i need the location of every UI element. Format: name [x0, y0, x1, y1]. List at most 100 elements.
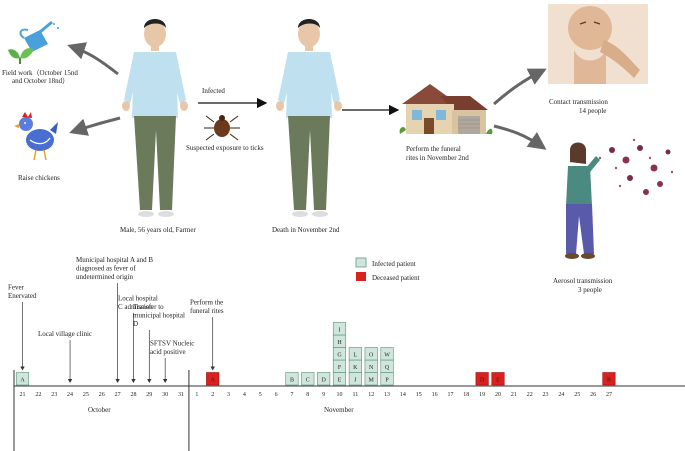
chicken-icon	[14, 112, 58, 161]
tick-icon	[204, 115, 240, 141]
patient-figure	[122, 19, 188, 217]
watering-can-icon	[8, 20, 59, 64]
arrow-to-contact	[493, 68, 547, 106]
annotation-text: C admission	[118, 303, 153, 311]
contact-transmission-label: Contact transmission	[549, 98, 608, 106]
annotation-text: funeral rites	[190, 307, 224, 315]
funeral-label-line1: Perform the funeral	[406, 145, 461, 153]
case-letter: O	[369, 352, 374, 358]
arrow-to-field-work	[67, 42, 119, 76]
annotation-text: municipal hospital	[133, 312, 185, 320]
death-label: Death in November 2nd	[272, 226, 340, 234]
case-letter: J	[354, 377, 357, 383]
infected-case-box	[15, 372, 30, 386]
case-letter: H	[337, 340, 342, 346]
case-letter: K	[353, 365, 358, 371]
day-tick-label: 24	[67, 392, 73, 398]
legend-deceased-swatch	[356, 272, 366, 281]
day-tick-label: 15	[416, 392, 422, 398]
case-letter: N	[369, 365, 374, 371]
case-letter: Q	[385, 365, 390, 371]
annotation-text: Enervated	[8, 292, 37, 300]
annotation-text: Local hospital	[118, 295, 158, 303]
deceased-figure	[276, 19, 342, 217]
day-tick-label: 17	[447, 392, 453, 398]
arrow-to-chickens	[69, 116, 121, 136]
aerosol-transmission-label: Aerosol transmission	[553, 277, 613, 285]
coughing-person-icon	[565, 142, 600, 259]
day-tick-label: 25	[83, 392, 89, 398]
annotation-arrow-tip	[20, 366, 25, 371]
day-tick-label: 10	[337, 392, 343, 398]
day-tick-label: 8	[306, 392, 309, 398]
case-letter: L	[354, 352, 358, 358]
day-tick-label: 21	[511, 392, 517, 398]
day-tick-label: 29	[146, 392, 152, 398]
case-letter: A	[211, 377, 216, 383]
day-tick-label: 1	[195, 392, 198, 398]
case-letter: A	[20, 377, 25, 383]
annotation-arrow-tip	[131, 379, 136, 383]
legend-infected-swatch	[355, 257, 367, 268]
day-tick-label: 31	[178, 392, 184, 398]
annotation-arrow-tip	[115, 379, 120, 383]
case-letter: F	[338, 365, 342, 371]
day-tick-label: 26	[590, 392, 596, 398]
annotation-text: Municipal hospital A and B	[76, 256, 153, 264]
day-tick-label: 11	[352, 392, 358, 398]
day-tick-label: 16	[432, 392, 438, 398]
day-tick-label: 23	[51, 392, 57, 398]
day-tick-label: 13	[384, 392, 390, 398]
day-tick-label: 12	[368, 392, 374, 398]
annotation-arrow-tip	[210, 366, 215, 371]
ticks-exposure-label: Suspected exposure to ticks	[186, 144, 264, 152]
day-tick-label: 3	[227, 392, 230, 398]
day-tick-label: 18	[463, 392, 469, 398]
deceased-case-box	[491, 372, 505, 386]
arrow-to-aerosol	[493, 124, 547, 150]
day-tick-label: 27	[606, 392, 612, 398]
infected-case-box	[317, 372, 331, 386]
case-letter: D	[321, 377, 326, 383]
day-tick-label: 6	[275, 392, 278, 398]
field-work-label-line2: and October 18nd）	[12, 77, 69, 85]
sick-person-head-icon	[548, 4, 648, 84]
virus-particles-icon	[598, 138, 674, 195]
funeral-label-line2: rites in November 2nd	[406, 154, 469, 162]
october-label: October	[88, 406, 111, 414]
day-tick-label: 22	[527, 392, 533, 398]
deceased-case-box	[475, 372, 489, 386]
day-tick-label: 14	[400, 392, 406, 398]
annotation-text: Local village clinic	[38, 330, 92, 338]
case-letter: C	[306, 377, 310, 383]
day-tick-label: 25	[574, 392, 580, 398]
patient-description: Male, 56 years old, Farmer	[120, 226, 196, 234]
annotation-text: D	[133, 320, 138, 328]
contact-transmission-count: 14 people	[579, 107, 606, 115]
infected-case-box	[285, 372, 299, 386]
case-letter: G	[337, 352, 342, 358]
annotation-text: SFTSV Nucleic	[150, 340, 194, 348]
day-tick-label: 23	[543, 392, 549, 398]
infected-case-box	[348, 347, 362, 361]
case-letter: D	[480, 377, 485, 383]
day-tick-label: 26	[99, 392, 105, 398]
infected-case-box	[301, 372, 315, 386]
day-tick-label: 5	[259, 392, 262, 398]
case-letter: P	[385, 377, 389, 383]
day-tick-label: 27	[115, 392, 121, 398]
deceased-case-box	[602, 372, 616, 386]
case-letter: E	[496, 377, 500, 383]
day-tick-label: 19	[479, 392, 485, 398]
november-label: November	[324, 406, 354, 414]
raise-chickens-label: Raise chickens	[18, 174, 60, 182]
annotation-arrow-tip	[162, 379, 168, 383]
annotation-text: Perform the	[190, 299, 223, 307]
case-letter: W	[384, 352, 390, 358]
day-tick-label: 9	[322, 392, 325, 398]
day-tick-label: 7	[290, 392, 293, 398]
